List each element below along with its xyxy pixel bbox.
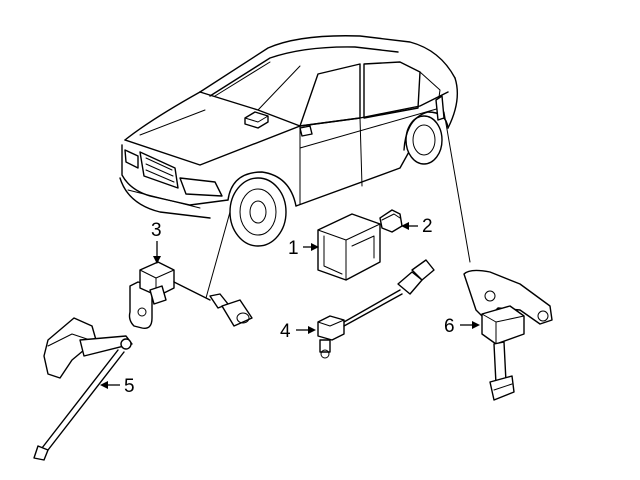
callout-4: 4 bbox=[280, 321, 316, 342]
callout-3-label: 3 bbox=[151, 220, 162, 241]
car-illustration bbox=[119, 35, 458, 247]
callout-1-label: 1 bbox=[288, 238, 299, 259]
part-5-sensor-link bbox=[33, 317, 133, 461]
callout-3: 3 bbox=[151, 220, 162, 264]
callout-4-label: 4 bbox=[280, 321, 291, 342]
part-6-rear-height-sensor bbox=[463, 269, 553, 401]
callout-6-label: 6 bbox=[444, 316, 455, 337]
part-3-height-sensor bbox=[128, 261, 253, 329]
callout-2: 2 bbox=[401, 216, 433, 237]
part-4-sensor-cable bbox=[317, 259, 435, 359]
callout-1: 1 bbox=[288, 238, 319, 259]
part-2-clip bbox=[379, 209, 403, 233]
callout-5-label: 5 bbox=[124, 376, 135, 397]
sensor-3-leader bbox=[205, 211, 231, 299]
callout-2-label: 2 bbox=[422, 216, 433, 237]
callout-5: 5 bbox=[100, 376, 135, 397]
sensor-6-leader bbox=[443, 111, 471, 263]
callout-6: 6 bbox=[444, 316, 480, 337]
part-1-control-module bbox=[317, 213, 381, 281]
